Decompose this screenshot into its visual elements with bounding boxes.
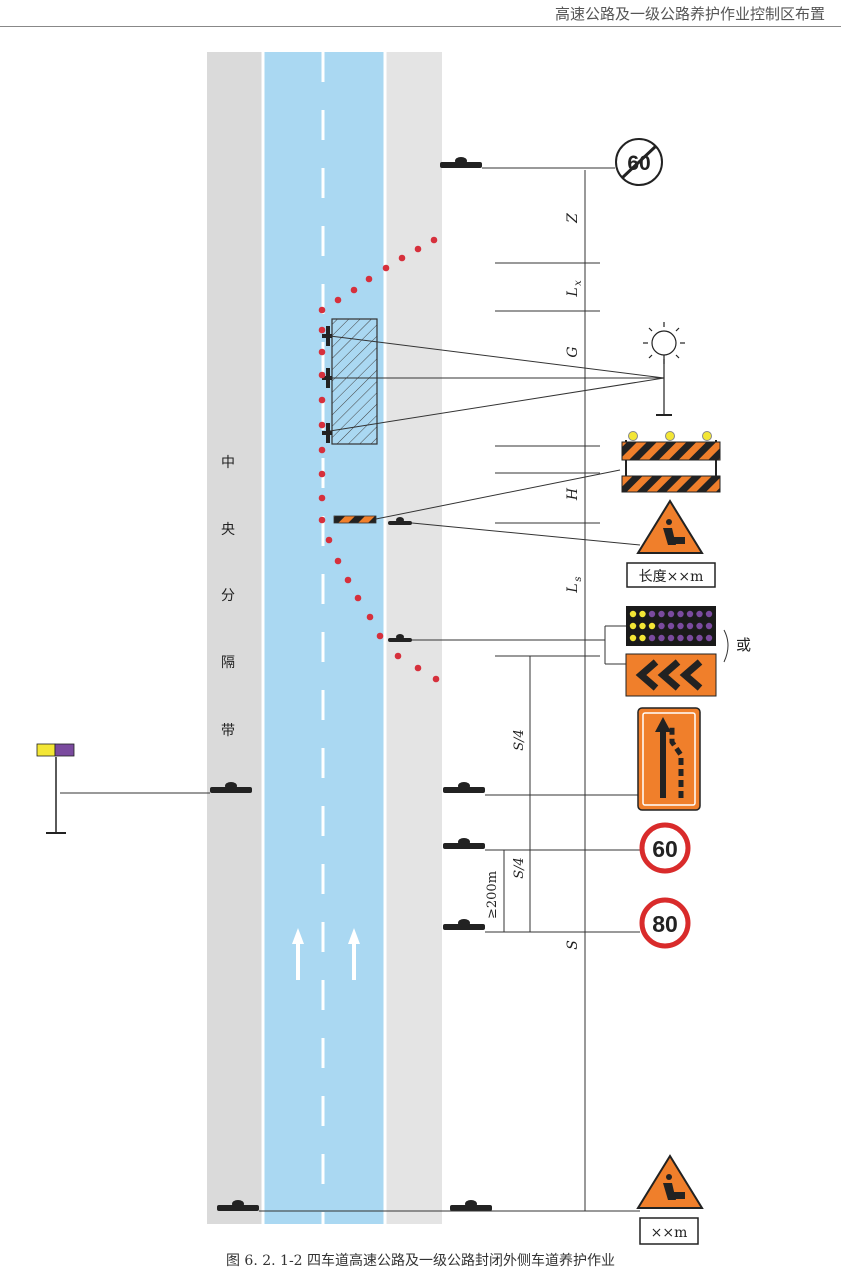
figure-caption: 图 6. 2. 1-2 四车道高速公路及一级公路封闭外侧车道养护作业 (225, 1253, 616, 1269)
length-plate (626, 562, 716, 588)
arrow-board-dot (686, 634, 694, 642)
arrow-board-dot (696, 610, 703, 618)
arrow-board-dot (629, 634, 637, 642)
arrow-board-dot (658, 610, 665, 618)
direction-arrow-right-lane (348, 928, 360, 980)
work-area-hatched (331, 318, 378, 445)
arrow-board-dot (705, 634, 713, 642)
arrow-board-dot (639, 610, 646, 618)
light-marker-2 (322, 368, 332, 388)
svg-text:x: x (573, 280, 584, 286)
arrow-board-dot (696, 622, 703, 630)
median-flag-sign (36, 743, 75, 834)
header-title: 高速公路及一级公路养护作业控制区布置 (554, 5, 825, 23)
median-label-char-5: 带 (221, 723, 235, 739)
post-symbol-merge (443, 782, 485, 793)
end-speed-limit-sign: 60 (615, 138, 663, 186)
speed-limit-80-value: 80 (652, 911, 678, 937)
dim-z-label: Z (565, 213, 581, 224)
or-label: 或 (736, 636, 751, 654)
dim-g-label: G (565, 346, 581, 357)
median-label-char-1: 中 (221, 455, 235, 471)
worker-icon (663, 519, 685, 545)
worker-icon (663, 1174, 685, 1200)
arrow-board-dot (658, 622, 665, 630)
arrow-board-dot (648, 634, 656, 642)
median-strip (207, 52, 263, 1224)
arrow-board-dots (629, 610, 713, 642)
arrow-board-dot (648, 622, 656, 630)
dim-s-label: S (565, 940, 581, 950)
barrier-lamp-1 (628, 431, 638, 441)
arrow-board-dot (696, 634, 703, 642)
median-label-char-3: 分 (221, 588, 235, 604)
speed-limit-80-sign: 80 (639, 897, 691, 949)
barrier-lamp-2 (665, 431, 675, 441)
post-symbol-80 (443, 919, 485, 930)
arrow-board-dot (639, 634, 646, 642)
arrow-board-dot (639, 622, 646, 630)
median-label-char-2: 央 (221, 522, 235, 538)
traffic-cones (318, 236, 440, 683)
post-symbol-bottom-left (217, 1200, 259, 1211)
arrow-board-dot (667, 634, 675, 642)
temporary-barrier (333, 515, 377, 524)
lane-reduction-sign (637, 707, 701, 811)
arrow-board-dot (658, 634, 665, 642)
arrow-board-dot (686, 610, 694, 618)
leader-lines (60, 167, 729, 1212)
dim-lx-label: L x (565, 280, 584, 298)
dim-s4-upper-label: S/4 (512, 729, 527, 751)
post-symbol-bottom-right (450, 1200, 492, 1211)
arrow-board-dot (705, 622, 713, 630)
distance-plate (639, 1217, 699, 1245)
arrow-board-dot (667, 622, 675, 630)
light-marker-3 (322, 423, 332, 443)
post-symbol-worker (388, 517, 412, 525)
svg-text:L: L (565, 583, 581, 593)
roadwork-warning-sign: 长度××m (626, 499, 716, 588)
arrow-board-dot (629, 622, 637, 630)
arrow-board-dot (648, 610, 656, 618)
dim-ls-label: L s (565, 576, 584, 593)
arrow-board-dot (677, 622, 684, 630)
arrow-board-dot (667, 610, 675, 618)
dim-s4-lower-label: S/4 (512, 857, 527, 879)
warning-light-icon (643, 322, 685, 416)
advance-roadwork-sign: ××m (636, 1154, 704, 1245)
post-symbol-median (210, 782, 252, 793)
arrow-board-dot (686, 622, 694, 630)
direction-arrow-left-lane (292, 928, 304, 980)
dimension-lines (495, 170, 600, 1211)
arrow-board-dot (677, 634, 684, 642)
barrier-lamp-3 (702, 431, 712, 441)
svg-text:s: s (573, 576, 584, 581)
arrow-board-dot (677, 610, 684, 618)
post-symbol-arrow (388, 634, 412, 642)
speed-limit-60-value: 60 (652, 836, 678, 862)
chevron-guide-sign (625, 653, 717, 697)
svg-text:L: L (565, 287, 581, 297)
post-symbol-60 (443, 838, 485, 849)
post-symbol-end (440, 157, 482, 168)
arrow-board-dot (629, 610, 637, 618)
dim-h-label: H (565, 487, 581, 501)
light-marker-1 (322, 326, 332, 346)
road-barrier-sign (621, 431, 721, 493)
length-plate-text: 长度××m (639, 569, 704, 585)
arrow-board-dot (705, 610, 713, 618)
dim-200m-label: ≥200m (485, 871, 500, 919)
speed-limit-60-sign: 60 (639, 822, 691, 874)
distance-plate-text: ××m (651, 1225, 688, 1241)
arrow-light-board (626, 606, 716, 646)
median-label-char-4: 隔 (221, 655, 235, 671)
page-header: 高速公路及一级公路养护作业控制区布置 (0, 0, 841, 27)
